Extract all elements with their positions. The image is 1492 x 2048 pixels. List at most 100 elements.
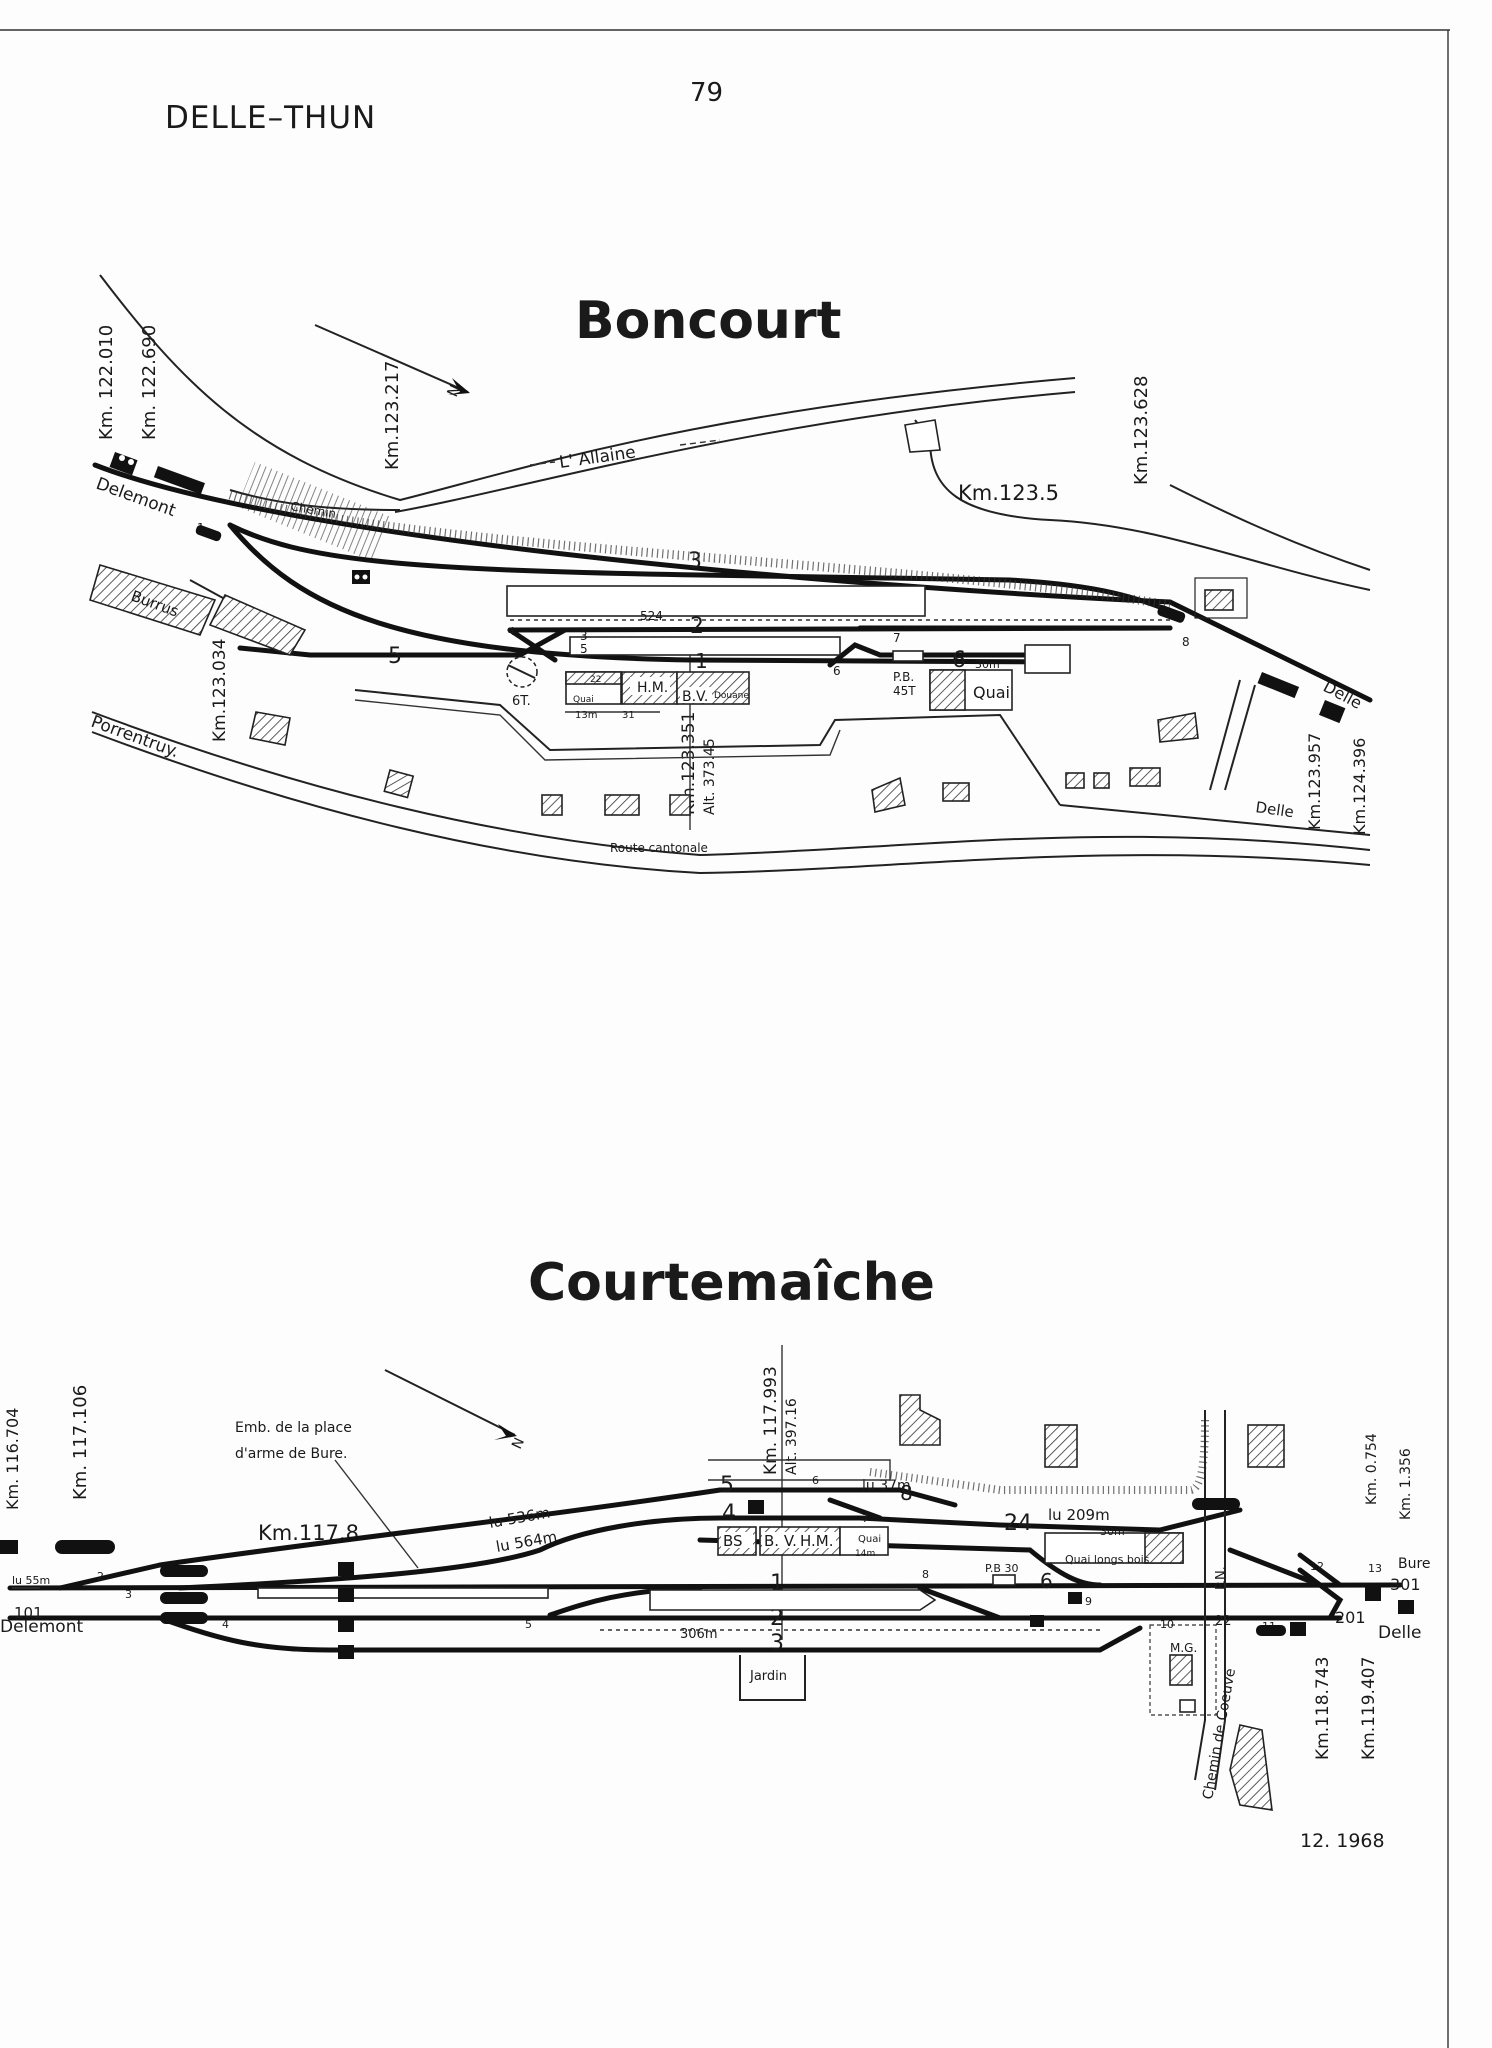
track-number: 24 bbox=[1004, 1511, 1032, 1536]
length-label: lu 37m bbox=[862, 1478, 911, 1494]
km-label: Km. 117.993 bbox=[761, 1366, 781, 1475]
km-label: Km. 117.106 bbox=[70, 1385, 91, 1500]
km-label: Km.123.351 bbox=[679, 712, 699, 815]
bure-line bbox=[1227, 1547, 1323, 1588]
switch-number: 22 bbox=[1215, 1614, 1232, 1629]
fence bbox=[228, 490, 1171, 610]
hm-label: H.M. bbox=[637, 680, 668, 696]
delle-road-label: Delle bbox=[1254, 798, 1294, 821]
building bbox=[1229, 1724, 1273, 1811]
track-5 bbox=[157, 1487, 723, 1568]
signal-icon bbox=[1398, 1600, 1414, 1614]
pb-hut bbox=[992, 1574, 1016, 1586]
building bbox=[541, 794, 563, 816]
quai-length: 14m bbox=[855, 1549, 875, 1559]
length-label: lu 536m bbox=[488, 1504, 552, 1532]
switch-number: 5 bbox=[525, 1618, 532, 1631]
river-bank-north bbox=[99, 274, 1076, 502]
signal-icon bbox=[109, 452, 138, 476]
track-number: 201 bbox=[1335, 1608, 1366, 1627]
bv-label: B.V. bbox=[682, 689, 708, 705]
signal-icon bbox=[160, 1612, 208, 1624]
burrus-factory: Burrus bbox=[89, 563, 217, 636]
embankment bbox=[237, 462, 390, 561]
signal-icon bbox=[55, 1540, 115, 1554]
building bbox=[1157, 712, 1199, 743]
track-1 bbox=[7, 1582, 1403, 1591]
courtemaiche-plan: Courtemaîche N Emb. de la place d'arme d… bbox=[0, 1253, 1431, 1811]
track-6 bbox=[697, 1537, 1103, 1588]
road-edge bbox=[1194, 1410, 1206, 1781]
switch-number: 7 bbox=[893, 631, 901, 645]
svg-text:N: N bbox=[443, 382, 464, 400]
signal-icon bbox=[195, 525, 222, 542]
building bbox=[1065, 772, 1085, 789]
building bbox=[1044, 1424, 1078, 1468]
switch-number: 7 bbox=[862, 1512, 869, 1525]
km-label: Km.124.396 bbox=[1350, 738, 1369, 835]
measure-label: 13m bbox=[575, 710, 597, 721]
bs-label: BS bbox=[723, 1532, 743, 1550]
track-number: 5 bbox=[388, 644, 402, 669]
pn-label: P.N. bbox=[1214, 1566, 1229, 1590]
track-3 bbox=[157, 1615, 1143, 1653]
switch-number: 12 bbox=[1310, 1560, 1324, 1573]
page-number: 79 bbox=[690, 78, 724, 108]
building bbox=[1204, 589, 1234, 611]
signal-icon bbox=[160, 1565, 208, 1577]
track-6 bbox=[827, 642, 1063, 668]
switch-number: 4 bbox=[508, 625, 515, 638]
track-number: 301 bbox=[1390, 1575, 1421, 1594]
signal-icon bbox=[1319, 700, 1346, 724]
switch-number: 5 bbox=[580, 642, 588, 656]
building bbox=[942, 782, 970, 802]
switch-number: 8 bbox=[1182, 635, 1190, 649]
garden bbox=[739, 1655, 806, 1701]
signal-icon bbox=[338, 1645, 354, 1659]
switch-number: 3 bbox=[125, 1588, 132, 1601]
km-label: Km.123.5 bbox=[958, 481, 1059, 505]
km-label: Km. 1.356 bbox=[1398, 1448, 1414, 1520]
track-1 bbox=[227, 522, 1063, 665]
track-number: 2 bbox=[770, 1606, 784, 1631]
route-label: Route cantonale bbox=[610, 841, 708, 855]
yard-boundary bbox=[354, 689, 1061, 806]
svg-text:N: N bbox=[509, 1435, 528, 1451]
length-label: 30m bbox=[1100, 1525, 1125, 1538]
km-label: Km.123.628 bbox=[1131, 376, 1152, 486]
track-number: 5 bbox=[720, 1473, 734, 1498]
signal-icon bbox=[1030, 1615, 1044, 1627]
track-3 bbox=[227, 522, 1183, 618]
signal-icon bbox=[748, 1500, 764, 1514]
building bbox=[604, 794, 640, 816]
north-arrow-icon: N bbox=[384, 1369, 528, 1452]
length-label: lu 209m bbox=[1048, 1506, 1110, 1524]
delle-label: Delle bbox=[1378, 1623, 1421, 1643]
platform bbox=[569, 636, 841, 656]
km-label: Km. 0.754 bbox=[1364, 1433, 1380, 1505]
track-8 bbox=[717, 1487, 958, 1508]
jardin-label: Jardin bbox=[749, 1669, 787, 1684]
switch-number: 2 bbox=[97, 1570, 104, 1583]
km-label: Km.119.407 bbox=[1359, 1657, 1379, 1760]
signal-icon bbox=[1192, 1498, 1240, 1510]
signal-icon bbox=[1290, 1622, 1306, 1636]
station-building: H.M. B.V. Douane Quai 22 bbox=[565, 671, 750, 705]
signal-icon bbox=[338, 1588, 354, 1602]
measure-label: 31 bbox=[622, 710, 635, 721]
main-line bbox=[92, 462, 1373, 703]
signal-icon bbox=[338, 1562, 354, 1576]
pb-label: P.B 30 bbox=[985, 1562, 1018, 1575]
km-label: Km.123.034 bbox=[210, 639, 230, 742]
platform bbox=[649, 1589, 937, 1611]
pb-label: P.B. bbox=[893, 670, 914, 684]
porrentruy-label: Porrentruy. bbox=[88, 712, 181, 762]
building bbox=[1129, 767, 1161, 787]
building bbox=[669, 794, 691, 816]
measure-label: 30m bbox=[975, 658, 1000, 671]
signal-icon bbox=[1068, 1592, 1082, 1604]
signal-icon bbox=[160, 1592, 208, 1604]
track-number: 4 bbox=[722, 1501, 736, 1526]
north-arrow-icon: N bbox=[314, 324, 470, 400]
